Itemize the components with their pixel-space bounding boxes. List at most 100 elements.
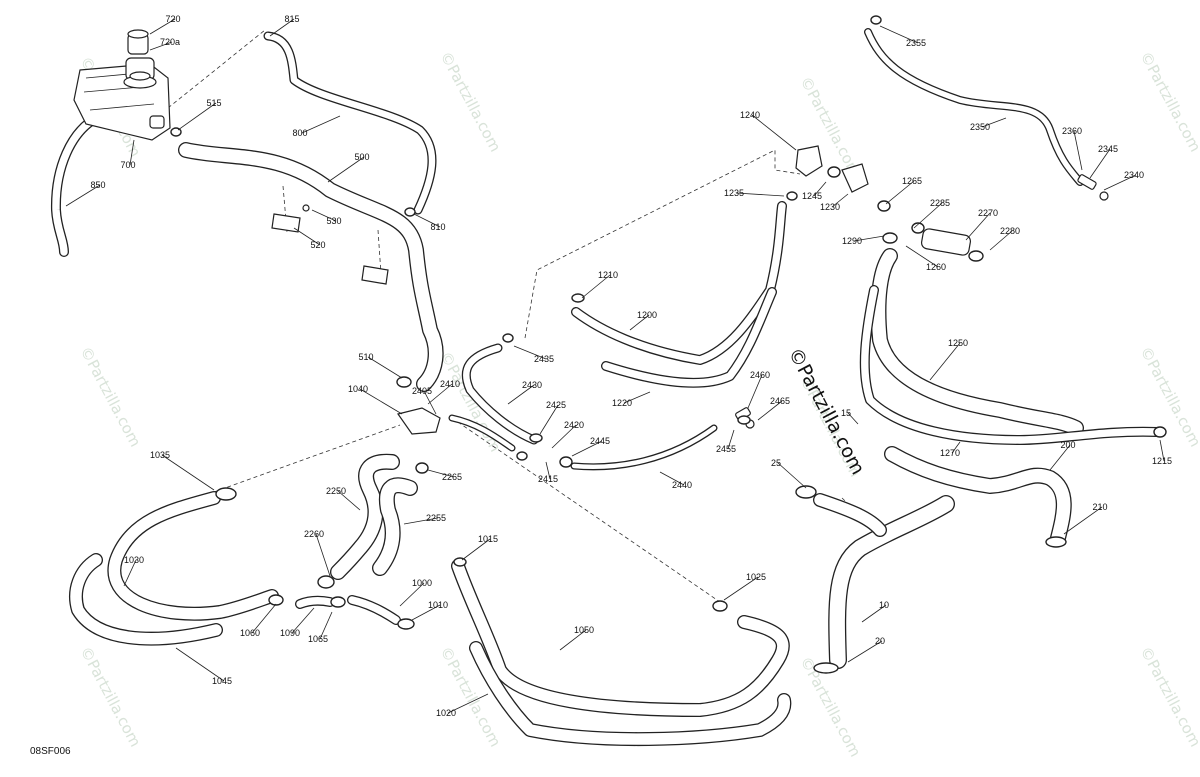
callout-leader-line [513, 345, 547, 360]
callout-label: 2445 [590, 436, 610, 446]
callout-leader-line [723, 576, 759, 601]
callout-label: 1250 [948, 338, 968, 348]
callout-leader-line [337, 490, 361, 511]
callout-leader-line [359, 388, 403, 415]
callout-leader-line [757, 400, 783, 421]
callout-label: 15 [841, 408, 851, 418]
hose-800-core [264, 32, 436, 214]
hose-1020-core [470, 642, 791, 745]
hose-clamp [559, 456, 573, 468]
callout-leader-line [251, 603, 277, 634]
callout-label: 810 [430, 222, 445, 232]
callout-leader-line [623, 391, 651, 404]
callout-label: 1060 [240, 628, 260, 638]
hose-500-core [179, 143, 443, 391]
hose-layer [50, 28, 1163, 747]
callout-label: 510 [358, 352, 373, 362]
hose-1050-outline [451, 559, 790, 717]
callout-label: 2265 [442, 472, 462, 482]
callout-leader-line [291, 607, 315, 634]
callout-leader-line [129, 139, 135, 166]
hose-clamp [882, 232, 898, 244]
callout-leader-line [629, 314, 650, 331]
callout-label: 530 [326, 216, 341, 226]
callout-leader-line [367, 356, 403, 379]
callout-label: 500 [354, 152, 369, 162]
hose-clamp [911, 222, 925, 234]
hose-clamp [415, 462, 429, 474]
callout-label: 1210 [598, 270, 618, 280]
hose-clamp [502, 333, 514, 343]
callout-label: 2355 [906, 38, 926, 48]
callout-label: 1035 [150, 450, 170, 460]
callout-label: 2425 [546, 400, 566, 410]
callout-leader-line [65, 184, 101, 207]
hose-fittings [735, 174, 1109, 429]
hose-clamp [516, 451, 528, 461]
callout-leader-line [427, 383, 453, 405]
callout-leader-line [301, 115, 341, 134]
callout-leader-line [571, 440, 603, 457]
callout-label: 1030 [124, 555, 144, 565]
callout-leader-line [659, 471, 685, 486]
callout-leader-line [315, 533, 331, 577]
callout-label: 1230 [820, 202, 840, 212]
callout-label: 2270 [978, 208, 998, 218]
hose-clamp [795, 485, 817, 499]
hose-clamp [268, 594, 284, 606]
reservoir-cap [127, 29, 151, 81]
callout-leader-line [399, 582, 425, 607]
watermark-text: ©Partzilla.com [76, 343, 144, 449]
hose-clamp [396, 376, 412, 388]
callout-leader-line [545, 461, 551, 480]
callout-label: 1270 [940, 448, 960, 458]
hose-2430-core [463, 344, 538, 444]
callout-label: 1050 [574, 625, 594, 635]
callout-label: 1025 [746, 572, 766, 582]
callout-leader-line [175, 647, 225, 682]
hose-1000-core [348, 596, 400, 624]
callout-leader-line [427, 469, 455, 478]
watermark-text: ©Partzilla.com [1136, 643, 1200, 749]
hose-clamp [712, 600, 728, 612]
callout-leader-line [269, 18, 295, 37]
thermostat-housing [795, 145, 869, 193]
hose-clamp [813, 662, 839, 674]
callout-leader-line [423, 390, 437, 415]
callout-leader-line [879, 25, 919, 44]
callout-label: 1240 [740, 110, 760, 120]
callout-leader-line [319, 611, 333, 640]
callout-label: 2415 [538, 474, 558, 484]
watermark-text: ©Partzilla.com [1136, 48, 1200, 154]
callout-label: 815 [284, 14, 299, 24]
hose-bracket [271, 204, 389, 285]
hose-clamp [827, 166, 841, 178]
callout-leader-line [905, 245, 939, 268]
callout-leader-line [327, 156, 365, 183]
callout-leader-line [831, 193, 849, 208]
callout-leader-line [403, 517, 439, 525]
callout-label: 2430 [522, 380, 542, 390]
callout-leader-line [929, 342, 961, 381]
hose-1270-core [861, 286, 1162, 444]
callout-leader-line [413, 213, 441, 228]
callout-label: 720 [165, 14, 180, 24]
callout-leader-line [411, 604, 441, 621]
callout-label: 2435 [534, 354, 554, 364]
callout-leader-line [847, 412, 859, 425]
callout-label: 2410 [440, 379, 460, 389]
hose-1030-core [70, 554, 222, 645]
callout-leader-line [965, 212, 991, 241]
callout-leader-line [1073, 130, 1083, 171]
hose-clamp [215, 487, 237, 501]
callout-leader-line [747, 374, 763, 409]
callout-label: 1090 [280, 628, 300, 638]
callout-label: 1000 [412, 578, 432, 588]
callout-label: 800 [292, 128, 307, 138]
callout-label: 1215 [1152, 456, 1172, 466]
callout-label: 2420 [564, 420, 584, 430]
callout-leader-line [951, 441, 961, 454]
callout-leader-line [447, 693, 489, 714]
hose-1220-core [602, 288, 776, 387]
